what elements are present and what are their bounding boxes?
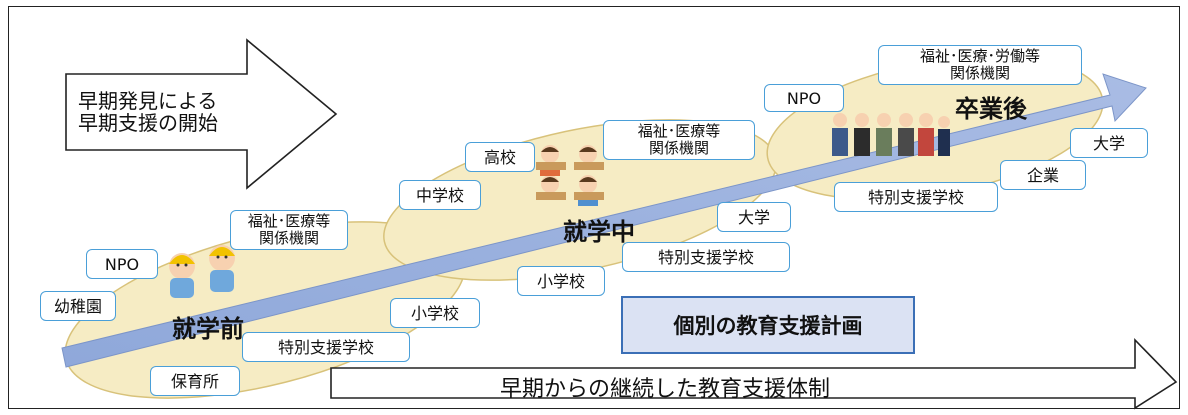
child-figure xyxy=(169,253,195,298)
tag-company: 企業 xyxy=(1000,160,1086,190)
tag-npo-pre: NPO xyxy=(86,249,158,279)
tag-nursery: 保育所 xyxy=(150,366,240,396)
continuous-support-arrow xyxy=(330,338,1178,410)
tag-elementary-pre: 小学校 xyxy=(390,298,480,328)
tag-welfare-post: 福祉･医療･労働等 関係機関 xyxy=(878,45,1082,85)
tag-university-post: 大学 xyxy=(1070,128,1148,158)
tag-university-mid: 大学 xyxy=(717,202,791,232)
stage-label-in-school: 就学中 xyxy=(563,218,635,246)
tag-middle-school: 中学校 xyxy=(399,180,481,210)
preschool-children-illustration xyxy=(169,245,235,298)
tag-kindergarten: 幼稚園 xyxy=(40,291,116,321)
stage-label-pre-school: 就学前 xyxy=(172,315,244,343)
individual-support-plan-box: 個別の教育支援計画 xyxy=(621,296,915,354)
tag-elementary-mid: 小学校 xyxy=(517,266,605,296)
workers-illustration xyxy=(832,113,950,156)
tag-welfare-mid-line1: 福祉･医療等 xyxy=(637,122,721,140)
tag-welfare-mid-line2: 関係機関 xyxy=(648,139,709,157)
tag-welfare-post-line1: 福祉･医療･労働等 xyxy=(919,47,1040,65)
progression-arrow xyxy=(61,73,1147,368)
early-detection-text: 早期発見による 早期支援の開始 xyxy=(78,90,218,134)
students-illustration xyxy=(536,145,604,206)
tag-special-support-post: 特別支援学校 xyxy=(834,182,998,212)
tag-welfare-mid: 福祉･医療等 関係機関 xyxy=(603,120,755,160)
tag-high-school: 高校 xyxy=(465,142,535,172)
child-figure xyxy=(209,245,235,292)
stage-label-after-graduation: 卒業後 xyxy=(955,95,1027,123)
tag-npo-post: NPO xyxy=(764,84,844,112)
tag-welfare-pre: 福祉･医療等 関係機関 xyxy=(230,210,348,250)
tag-special-support-pre: 特別支援学校 xyxy=(242,332,410,362)
tag-special-support-mid: 特別支援学校 xyxy=(622,242,790,272)
early-detection-line2: 早期支援の開始 xyxy=(78,111,218,135)
tag-welfare-pre-line2: 関係機関 xyxy=(258,229,319,247)
early-detection-line1: 早期発見による xyxy=(78,89,218,113)
tag-welfare-post-line2: 関係機関 xyxy=(949,64,1010,82)
tag-welfare-pre-line1: 福祉･医療等 xyxy=(247,212,331,230)
early-detection-arrow xyxy=(65,38,338,190)
continuous-support-text: 早期からの継続した教育支援体制 xyxy=(500,377,831,402)
